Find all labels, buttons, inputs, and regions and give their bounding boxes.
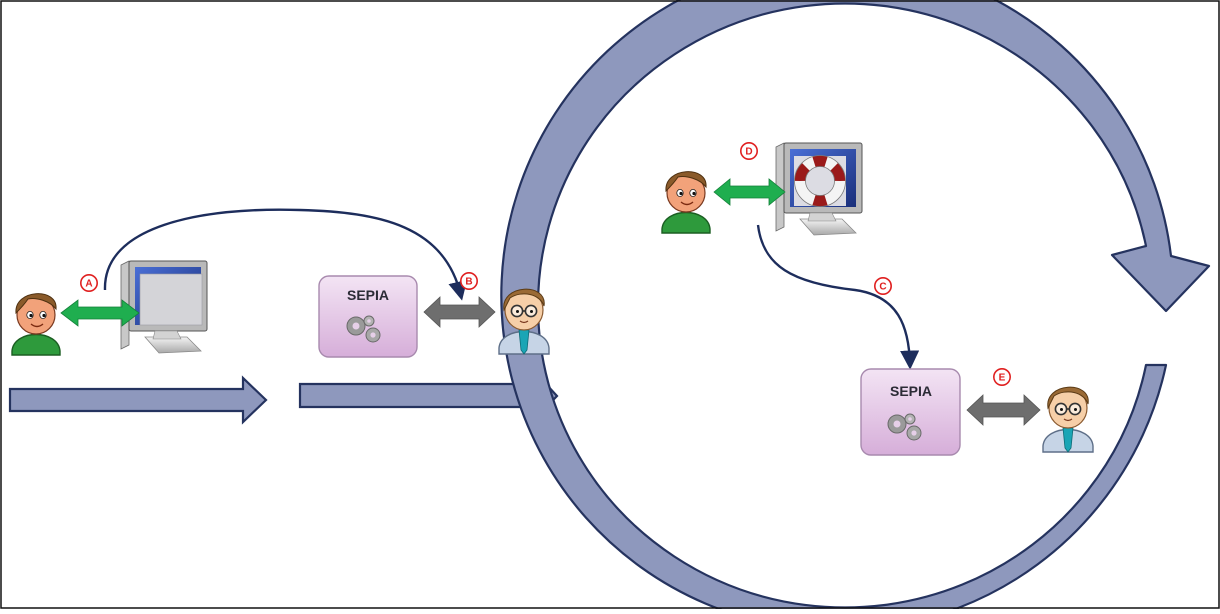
- gears-icon-cycle: [887, 413, 922, 441]
- marker-b: B: [459, 271, 479, 291]
- operator-icon-cycle: [1042, 386, 1094, 453]
- marker-c: C: [873, 276, 893, 296]
- connector-a-to-b: [103, 208, 468, 301]
- user-icon-cycle: [661, 170, 711, 234]
- exchange-arrow-b: [423, 296, 496, 328]
- interaction-arrow-a: [60, 299, 140, 327]
- exchange-arrow-e: [966, 394, 1041, 426]
- interaction-arrow-d: [713, 178, 786, 206]
- flow-arrow-1: [8, 375, 268, 425]
- marker-d: D: [739, 142, 759, 160]
- sepia-label-right: SEPIA: [890, 383, 932, 399]
- marker-e: E: [992, 367, 1012, 387]
- cycle-arrow: [500, 0, 1211, 614]
- gears-icon: [346, 315, 381, 343]
- svg-text:A: A: [85, 279, 92, 290]
- svg-text:D: D: [745, 147, 752, 158]
- svg-text:E: E: [999, 373, 1006, 384]
- connector-d-to-c: [756, 224, 920, 370]
- marker-a: A: [80, 273, 98, 293]
- svg-text:B: B: [465, 277, 472, 288]
- user-icon: [11, 292, 61, 356]
- svg-text:C: C: [879, 282, 886, 293]
- sepia-box-right: [860, 368, 961, 456]
- lifebuoy-icon: [794, 155, 846, 207]
- sepia-label-left: SEPIA: [347, 287, 389, 303]
- blank-screen: [139, 273, 203, 326]
